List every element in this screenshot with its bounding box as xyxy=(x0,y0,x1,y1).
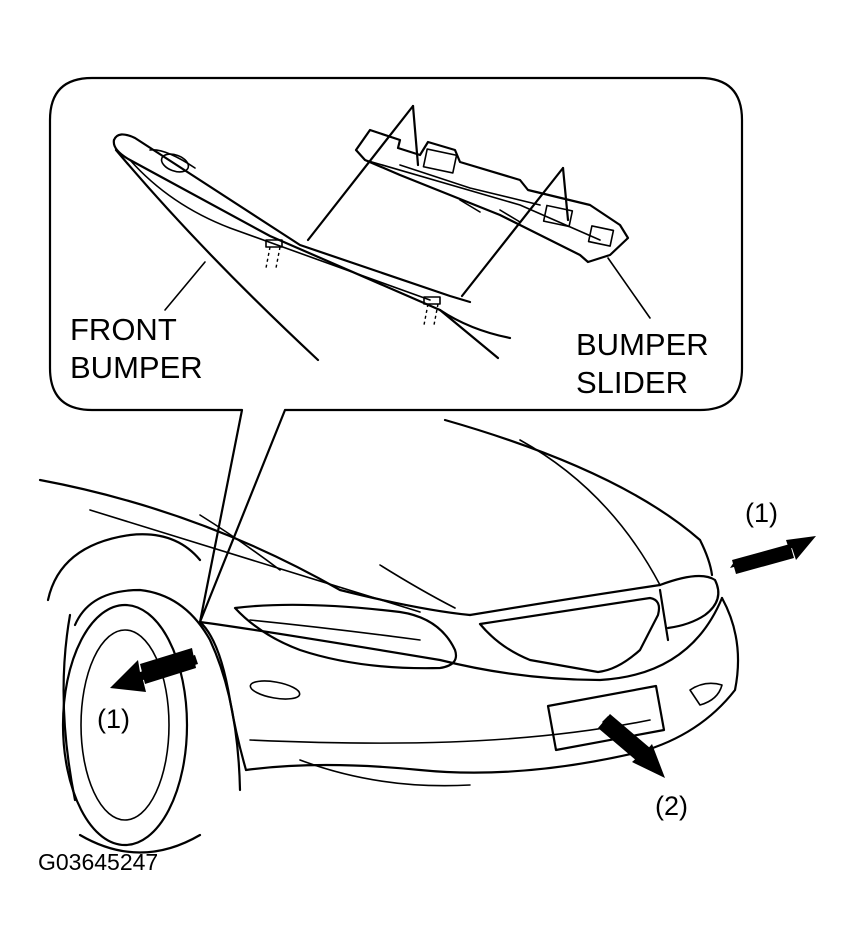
step-1-right-label: (1) xyxy=(745,498,778,528)
arrow-2 xyxy=(598,714,665,778)
arrow-1-left xyxy=(110,648,198,692)
car-front-illustration xyxy=(38,418,740,854)
step-1-left-label: (1) xyxy=(97,704,130,734)
bumper-slider-label-line2: SLIDER xyxy=(576,365,688,400)
front-bumper-leader xyxy=(164,261,206,311)
front-bumper-label-line1: FRONT xyxy=(70,312,177,347)
arrow-1-right xyxy=(730,536,816,574)
step-2-label: (2) xyxy=(655,791,688,821)
bumper-slider-leader xyxy=(607,257,651,319)
front-bumper-edge-detail xyxy=(112,133,512,362)
bumper-slider-label-line1: BUMPER xyxy=(576,327,709,362)
figure-code: G03645247 xyxy=(38,849,158,875)
bumper-slider-detail xyxy=(306,104,630,298)
callout-frame xyxy=(48,76,744,624)
detail-callout xyxy=(48,76,744,624)
front-bumper-label-line2: BUMPER xyxy=(70,350,203,385)
